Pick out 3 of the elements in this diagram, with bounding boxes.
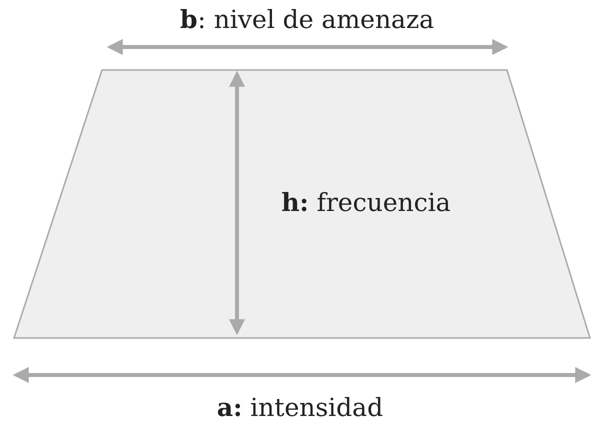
- dimension-label: h: frecuencia: [281, 188, 451, 217]
- dimension-label: a: intensidad: [216, 393, 384, 422]
- dimension-label: b: nivel de amenaza: [180, 5, 434, 34]
